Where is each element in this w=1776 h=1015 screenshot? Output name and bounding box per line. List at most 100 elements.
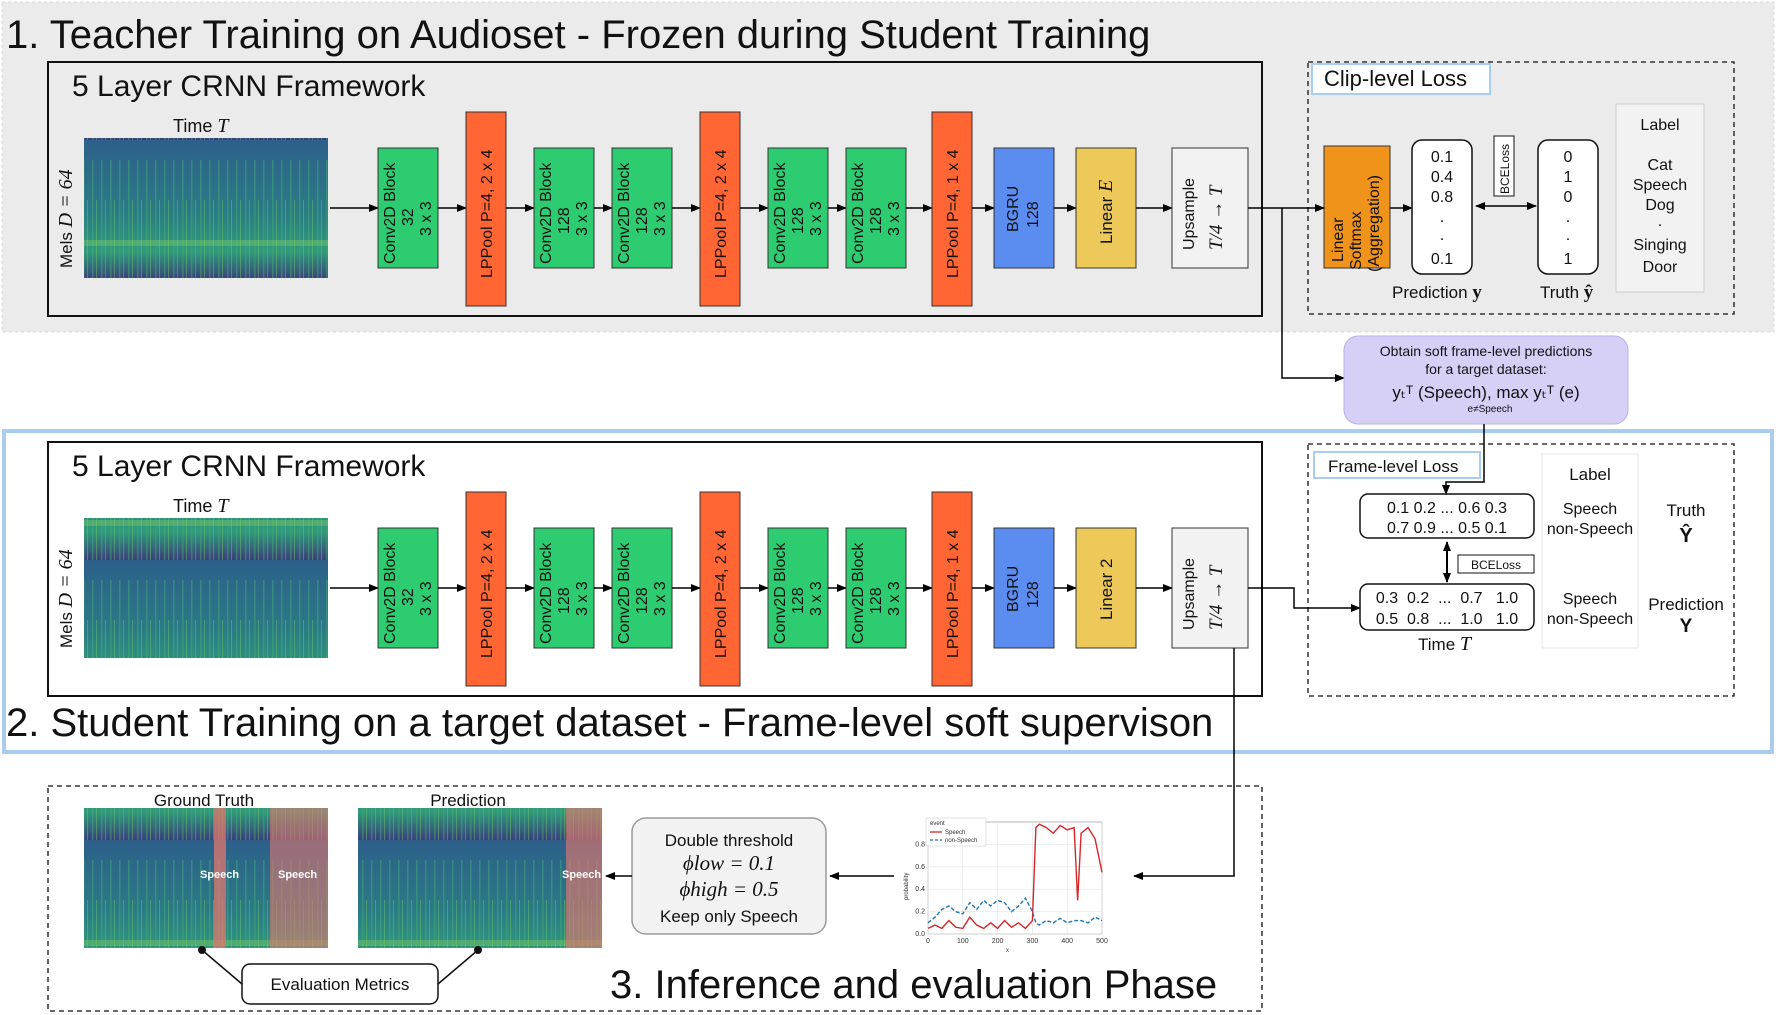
connector-pred-eval: [437, 949, 479, 985]
evaluation-metrics-box: [241, 963, 439, 1005]
student-section-title: 2. Student Training on a target dataset …: [6, 701, 1213, 745]
soft-box-bg: [1343, 335, 1629, 425]
student-spectrogram: [84, 518, 328, 658]
prediction-value: 0.1: [1431, 149, 1453, 166]
frame-truth-title: Truth: [1666, 501, 1705, 520]
truth-value: 0: [1564, 149, 1573, 166]
chart-ytick-label: 0.0: [915, 931, 925, 938]
bgru: [993, 527, 1055, 649]
clip-loss-title: Clip-level Loss: [1324, 66, 1467, 91]
linear-teacher-label: Linear E: [1095, 180, 1117, 244]
frame-pred-symbol: Y: [1680, 616, 1693, 637]
prediction-value: .: [1440, 209, 1444, 226]
truth-value: .: [1566, 209, 1570, 226]
linear-teacher: [1075, 147, 1137, 269]
frame-truth-matrix: [1359, 493, 1535, 539]
label-item: Cat: [1648, 157, 1673, 174]
chart-ylabel: probability: [904, 873, 910, 900]
conv-block-3: [611, 147, 673, 269]
clip-label-column: [1615, 103, 1705, 293]
frame-pred-title: Prediction: [1648, 595, 1724, 614]
soft-box-line1: Obtain soft frame-level predictions: [1380, 343, 1592, 359]
lppool-2-label: LPPool P=4, 2 x 4: [713, 149, 730, 278]
label-item: Dog: [1645, 197, 1674, 214]
connector-student-frame: [1248, 587, 1361, 612]
truth-value: 1: [1564, 169, 1573, 186]
conv-block-1-label: Conv2D Block323 x 3: [382, 542, 435, 644]
truth-value: 0: [1564, 189, 1573, 206]
bce-label: BCELoss: [1498, 144, 1512, 194]
prediction-spectrogram: [358, 808, 602, 948]
prediction-value: 0.1: [1431, 251, 1453, 268]
connector-teacher-soft: [1281, 208, 1345, 382]
chart-ytick-label: 0.8: [915, 841, 925, 848]
aggregation-block: [1323, 145, 1391, 269]
chart-xlabel: x: [1006, 948, 1009, 954]
lppool-2: [699, 491, 741, 687]
ground-truth-speech-region: [270, 808, 328, 948]
ground-truth-speech-tag: Speech: [200, 869, 239, 881]
student-crnn: 5 Layer CRNN Framework Time T Mels D = 6…: [47, 441, 1263, 697]
label-item: .: [1658, 213, 1662, 230]
frame-level-loss: Frame-level Loss 0.1 0.2 ... 0.6 0.3 0.7…: [1307, 424, 1735, 697]
teacher-crnn: 5 Layer CRNN Framework Time T Mels D = 6…: [47, 61, 1263, 317]
frame-pred-row2: 0.5 0.8 ... 1.0 1.0: [1376, 611, 1518, 628]
connector-student-inference: [1133, 648, 1235, 880]
conv-block-2: [533, 147, 595, 269]
chart-xtick-label: 300: [1027, 938, 1039, 945]
frame-loss-title-box: [1313, 451, 1481, 479]
ground-truth-speech-region: [214, 808, 226, 948]
teacher-mels-label: Mels D = 64: [55, 169, 77, 268]
lppool-1: [465, 491, 507, 687]
lppool-3-label: LPPool P=4, 1 x 4: [945, 149, 962, 278]
frame-truth-row2: 0.7 0.9 ... 0.5 0.1: [1387, 520, 1507, 537]
ground-truth-title: Ground Truth: [154, 791, 254, 810]
legend-speech: Speech: [945, 830, 965, 836]
conv-block-1-label: Conv2D Block323 x 3: [382, 162, 435, 264]
soft-box-formula-sub: e≠Speech: [1468, 404, 1513, 415]
truth-caption: Truth ŷ: [1540, 282, 1594, 303]
conv-block-4-label: Conv2D Block1283 x 3: [772, 542, 825, 644]
teacher-spectrogram: [84, 138, 328, 278]
legend-title: event: [930, 821, 945, 827]
threshold-keep: Keep only Speech: [660, 907, 798, 926]
linear-student-label: Linear 2: [1097, 559, 1116, 620]
lppool-3-label: LPPool P=4, 1 x 4: [945, 529, 962, 658]
conv-block-3-label: Conv2D Block1283 x 3: [616, 162, 669, 264]
bce-box: [1493, 135, 1515, 197]
threshold-low: ϕlow = 0.1: [683, 851, 775, 875]
clip-level-loss: Clip-level Loss LinearSoftmax(Aggregatio…: [1307, 61, 1735, 315]
lppool-1-label: LPPool P=4, 2 x 4: [479, 529, 496, 658]
chart-xtick-label: 200: [992, 938, 1004, 945]
prediction-value: 0.8: [1431, 189, 1453, 206]
conv-block-4-label: Conv2D Block1283 x 3: [772, 162, 825, 264]
label-item: Singing: [1633, 237, 1686, 254]
student-mels-label: Mels D = 64: [55, 549, 77, 648]
conv-block-2-label: Conv2D Block1283 x 3: [538, 542, 591, 644]
frame-label-column: [1541, 453, 1639, 649]
frame-bce-box: [1457, 554, 1535, 574]
prediction-vector: [1411, 139, 1473, 275]
chart-ytick-label: 0.6: [915, 864, 925, 871]
prediction-speech-region: [566, 808, 602, 948]
frame-loss-title: Frame-level Loss: [1328, 457, 1458, 476]
label-header: Label: [1640, 117, 1679, 134]
student-crnn-title: 5 Layer CRNN Framework: [72, 450, 426, 483]
label-item: Speech: [1633, 177, 1687, 194]
prediction-value: 0.4: [1431, 169, 1453, 186]
frame-truth-symbol: Ŷ: [1679, 523, 1693, 547]
conv-block-4: [767, 147, 829, 269]
student-time-label: Time T: [173, 495, 230, 517]
teacher-crnn-title: 5 Layer CRNN Framework: [72, 70, 426, 103]
inference-section-frame: [47, 785, 1263, 1012]
upsample-teacher: [1171, 147, 1249, 269]
prediction-speech-tag: Speech: [562, 869, 601, 881]
label-item: Door: [1643, 259, 1678, 276]
lppool-3: [931, 491, 973, 687]
chart-ytick-label: 0.2: [915, 909, 925, 916]
connector-gt-eval: [201, 949, 243, 985]
